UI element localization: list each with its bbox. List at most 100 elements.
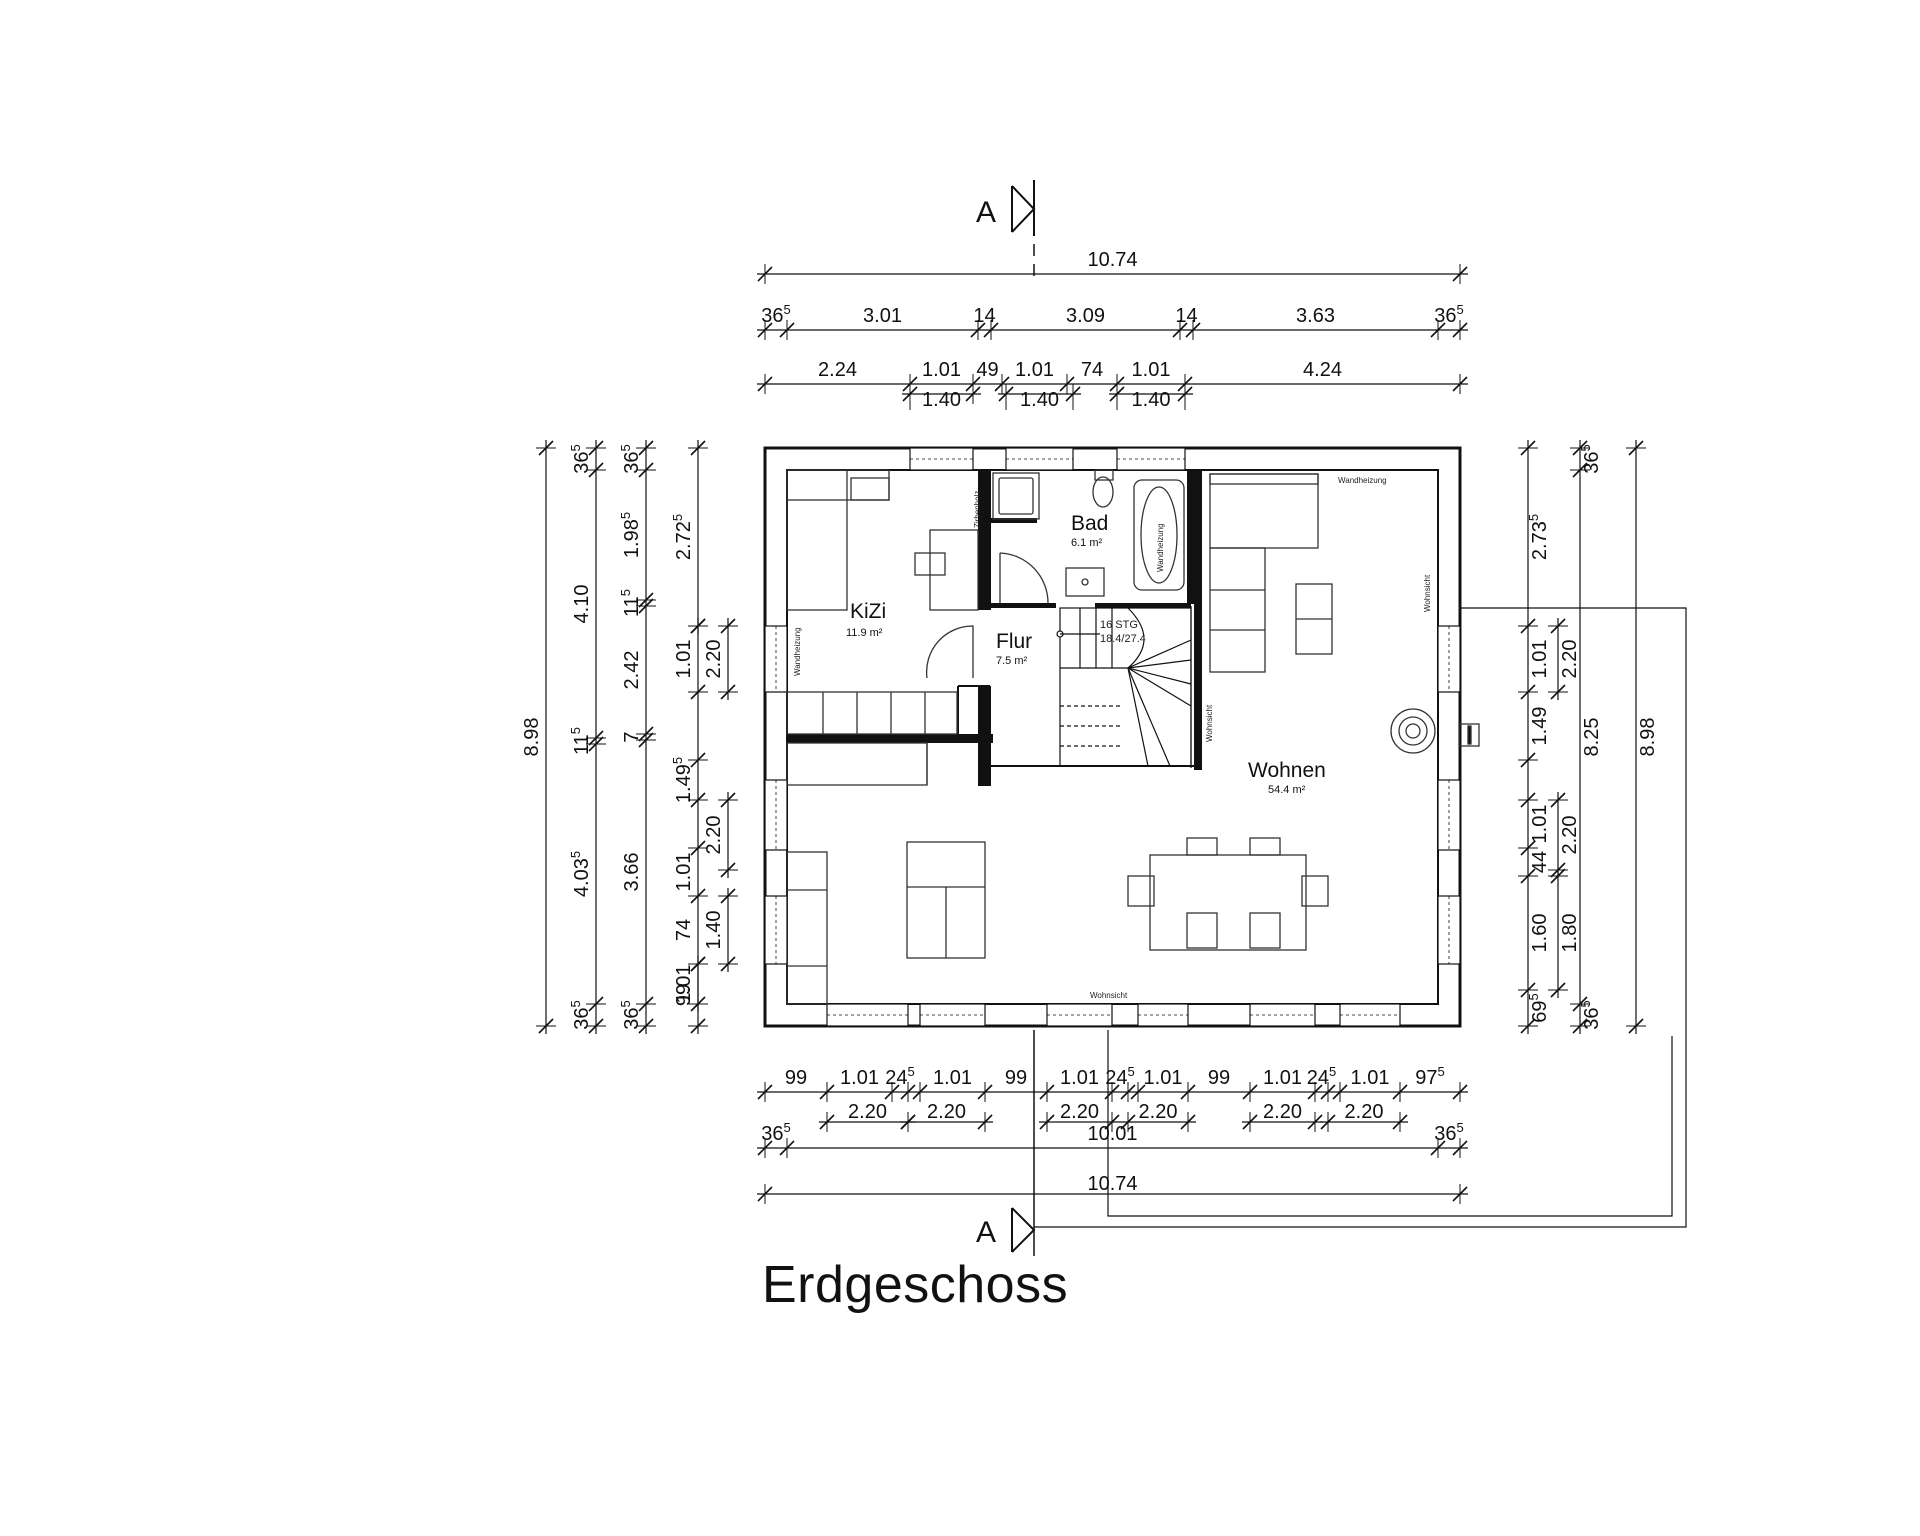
dim-right-col2-label: 2.20: [1559, 640, 1581, 679]
dim-top-row2a-label: 1.01: [1132, 359, 1171, 381]
dim-left-col3-label: 3.66: [621, 853, 643, 892]
dim-right-outer-label: 8.98: [1637, 718, 1659, 757]
dim-bottom-row1a-label: 99: [1208, 1067, 1230, 1089]
dim-left-col3-label: 1.985: [618, 512, 643, 558]
stairs: [1056, 607, 1192, 767]
dim-top-row2b-label: 1.40: [1020, 389, 1059, 411]
dim-right-col1-label: 1.01: [1529, 805, 1551, 844]
dim-top-row2b-label: 1.40: [922, 389, 961, 411]
dim-top-row2a-label: 49: [976, 359, 998, 381]
section-marker-bottom: A: [976, 1030, 1036, 1256]
dim-right-col3-label: 365: [1578, 1000, 1603, 1029]
room-label-bad: Bad: [1071, 512, 1108, 535]
terrace-outline: [1034, 607, 1687, 1228]
dim-bottom-row1a-label: 975: [1415, 1064, 1444, 1089]
dim-left-col2-label: 115: [568, 727, 593, 755]
bath-fixtures: [992, 469, 1185, 597]
dim-bottom-row1a-label: 245: [1105, 1064, 1134, 1089]
dim-bottom-row1b-label: 2.20: [1139, 1101, 1178, 1123]
room-area-bad: 6.1 m²: [1071, 537, 1103, 549]
dim-left-col5b-label: 2.20: [703, 640, 725, 679]
note-wandheizung-bath: Wandheizung: [1156, 523, 1165, 572]
dim-top-row1-label: 14: [1175, 305, 1197, 327]
section-marker-top: A: [976, 180, 1036, 282]
dim-left-col3-label: 2.42: [621, 651, 643, 690]
dim-top-row2a-label: 1.01: [1015, 359, 1054, 381]
dim-top-row1-label: 3.63: [1296, 305, 1335, 327]
dim-left-col4b-label: 99: [673, 984, 695, 1006]
dim-top-row1-label: 14: [973, 305, 995, 327]
dim-right-col2c-label: 1.80: [1559, 914, 1581, 953]
note-wohnsicht-mid: Wohnsicht: [1205, 704, 1214, 742]
dim-left-col3-label: 115: [618, 589, 643, 617]
room-label-wohnen: Wohnen: [1248, 759, 1326, 782]
window: [1116, 447, 1186, 471]
dim-left-col4-label: 1.01: [673, 640, 695, 679]
dim-right-col1-label: 1.01: [1529, 640, 1551, 679]
dim-bottom-row1a-label: 99: [1005, 1067, 1027, 1089]
dim-bottom-row2-label: 365: [1434, 1120, 1463, 1145]
dim-right-col1-label: 1.49: [1529, 707, 1551, 746]
dim-right-col2b-label: 2.20: [1559, 816, 1581, 855]
dim-bottom-row1a-label: 1.01: [1060, 1067, 1099, 1089]
dim-bottom-row1a-label: 1.01: [933, 1067, 972, 1089]
dim-bottom-row1a-label: 1.01: [1144, 1067, 1183, 1089]
room-labels: KiZi 11.9 m² Bad 6.1 m² Flur 7.5 m² Wohn…: [846, 512, 1326, 796]
section-marker-top-label: A: [976, 196, 996, 229]
note-zirbenholz: Zirbenholz: [973, 491, 982, 528]
note-wohnsicht-right: Wohnsicht: [1423, 574, 1432, 612]
dim-right-col1-label: 695: [1526, 993, 1551, 1022]
dim-bottom-row2-label: 10.01: [1087, 1123, 1137, 1145]
dim-left-col3-label: 365: [618, 444, 643, 473]
dim-bottom-row1a-label: 1.01: [840, 1067, 879, 1089]
dim-left-col5c-label: 2.20: [703, 816, 725, 855]
dim-left-col4-label: 1.01: [673, 853, 695, 892]
dim-right-col1-label: 44: [1529, 851, 1551, 873]
section-marker-bottom-label: A: [976, 1216, 996, 1249]
dim-bottom-row2-label: 365: [761, 1120, 790, 1145]
dim-bottom-row1b-label: 2.20: [1263, 1101, 1302, 1123]
dim-right-col3-label: 365: [1578, 444, 1603, 473]
dim-left-col3-label: 7: [621, 731, 643, 742]
plan-notes: Wandheizung Wandheizung Wandheizung Zirb…: [793, 476, 1432, 1000]
dim-left-col4-label: 74: [673, 919, 695, 941]
dim-bottom-row1a-label: 99: [785, 1067, 807, 1089]
dim-left-col5-label: 2.725: [670, 514, 695, 560]
dim-bottom-row1a-label: 245: [1307, 1064, 1336, 1089]
living-furniture: [786, 473, 1480, 1005]
dim-left-col2-label: 365: [568, 444, 593, 473]
dim-left-col3-label: 365: [618, 1000, 643, 1029]
dim-top-row1-label: 365: [761, 302, 790, 327]
dim-top-total-label: 10.74: [1087, 249, 1137, 271]
dim-right-col1-label: 1.60: [1529, 914, 1551, 953]
dim-left-outer-label: 8.98: [521, 718, 543, 757]
room-area-flur: 7.5 m²: [996, 655, 1028, 667]
dimension-lines: [536, 264, 1646, 1204]
dim-top-row1-label: 365: [1434, 302, 1463, 327]
dim-bottom-total-label: 10.74: [1087, 1173, 1137, 1195]
dim-left-col4-label: 1.01: [673, 965, 695, 1004]
dim-left-col5d-label: 1.40: [703, 911, 725, 950]
window: [1437, 779, 1461, 851]
window: [764, 779, 788, 851]
note-wandheizung-top: Wandheizung: [1338, 476, 1387, 485]
dim-top-row1-label: 3.09: [1066, 305, 1105, 327]
room-label-kizi: KiZi: [850, 600, 886, 623]
dim-bottom-row1b-label: 2.20: [927, 1101, 966, 1123]
dim-top-row2a-label: 74: [1081, 359, 1103, 381]
dim-top-row2b-label: 1.40: [1132, 389, 1171, 411]
dim-top-row1-label: 3.01: [863, 305, 902, 327]
dim-bottom-row1b-label: 2.20: [848, 1101, 887, 1123]
stair-label-steps: 16 STG: [1100, 619, 1138, 631]
dim-right-col3-label: 8.25: [1581, 718, 1603, 757]
dim-bottom-row1a-label: 1.01: [1351, 1067, 1390, 1089]
window: [764, 895, 788, 965]
room-label-flur: Flur: [996, 630, 1032, 653]
doors: [925, 552, 1049, 679]
kizi-furniture: [786, 469, 979, 786]
note-wandheizung-kizi: Wandheizung: [793, 627, 802, 676]
dim-top-row2a-label: 1.01: [922, 359, 961, 381]
dim-bottom-row1b-label: 2.20: [1060, 1101, 1099, 1123]
